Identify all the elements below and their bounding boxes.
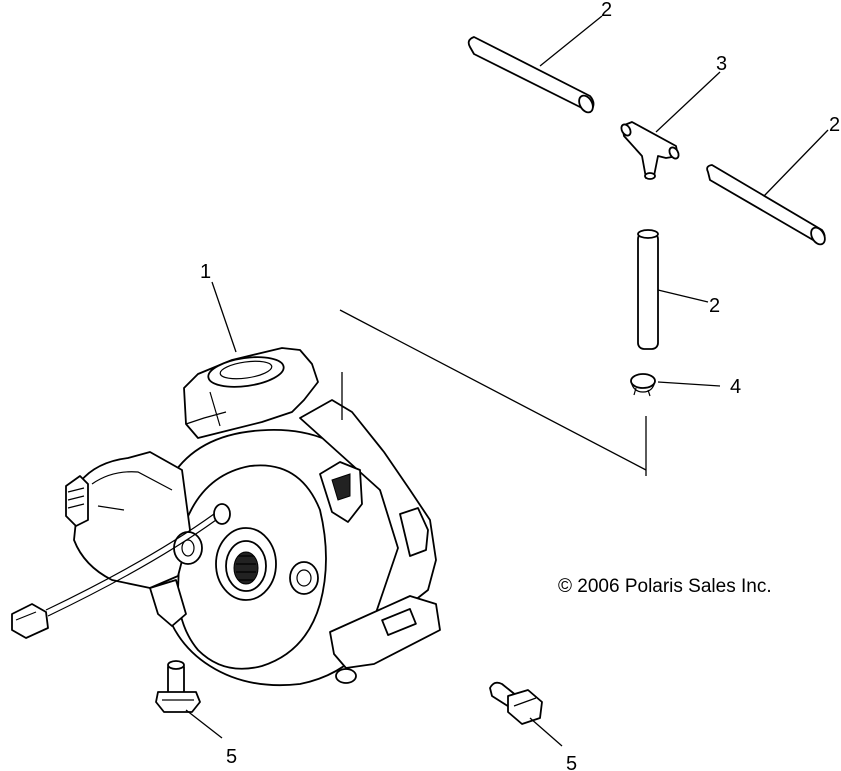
- callout-5-left: 5: [226, 746, 237, 768]
- hose-part-top: [467, 36, 595, 114]
- bolt-part-right: [489, 681, 543, 725]
- hose-part-vertical: [637, 229, 659, 350]
- callout-2-vertical: 2: [709, 295, 720, 317]
- callout-2-right: 2: [829, 114, 840, 136]
- callout-4: 4: [730, 376, 741, 398]
- callout-3: 3: [716, 53, 727, 75]
- leader-lines: [185, 15, 829, 747]
- tee-fitting-part: [620, 121, 680, 180]
- bolt-part-left: [155, 660, 201, 713]
- hose-part-right: [706, 164, 826, 246]
- gearcase-assembly-part: [11, 347, 441, 687]
- callout-1: 1: [200, 261, 211, 283]
- hose-clamp-part: [630, 373, 656, 397]
- copyright-text: © 2006 Polaris Sales Inc.: [558, 576, 772, 597]
- callout-2-top: 2: [601, 0, 612, 21]
- callout-5-right: 5: [566, 753, 577, 771]
